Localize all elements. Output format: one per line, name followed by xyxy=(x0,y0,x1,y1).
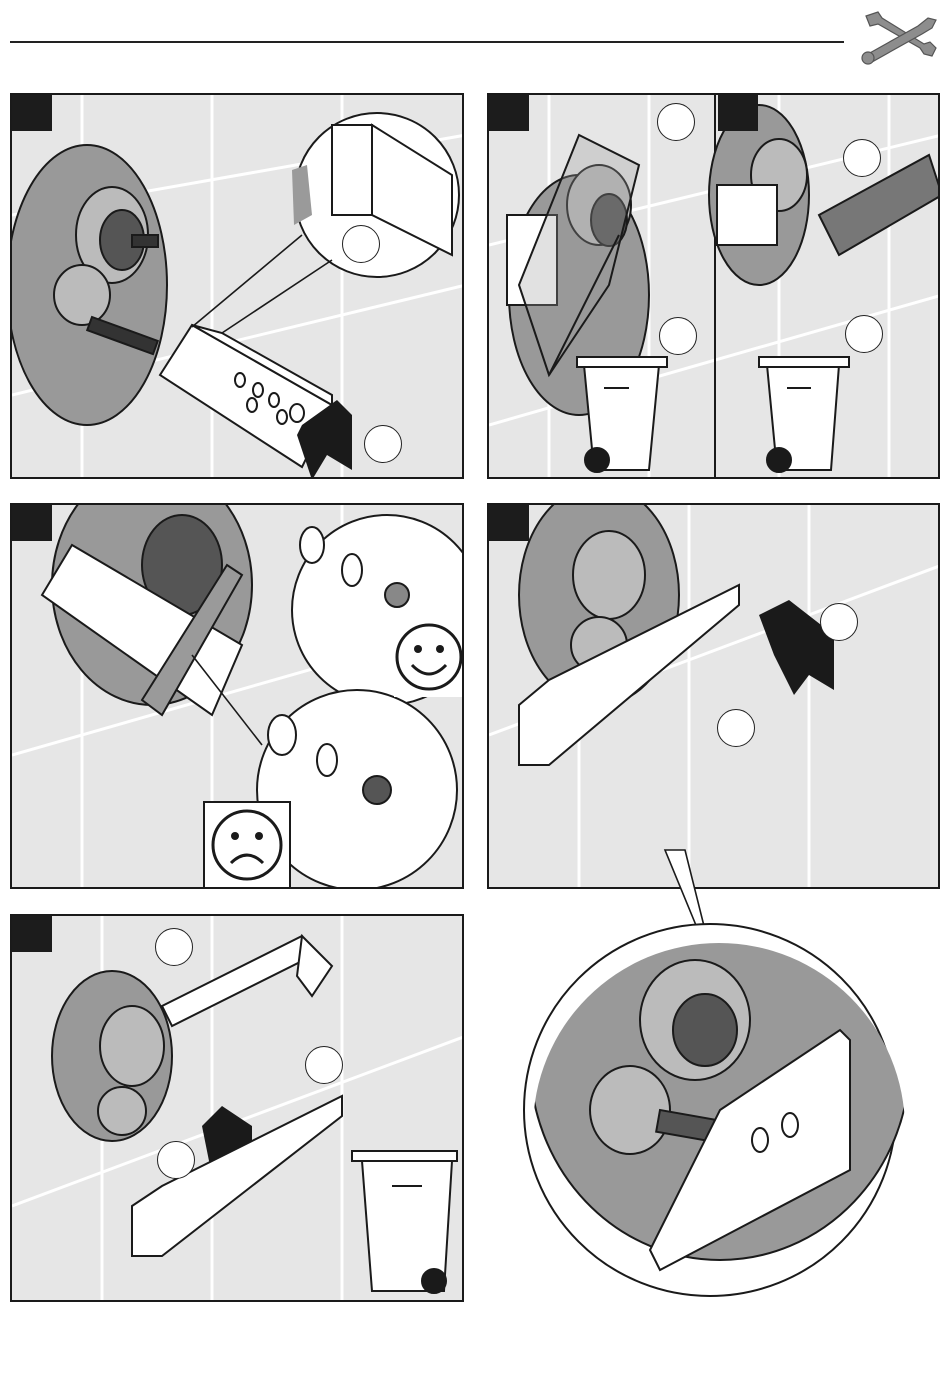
callout-circle xyxy=(659,317,697,355)
smiley-face-icon xyxy=(394,617,464,697)
step-panel-3 xyxy=(10,503,464,889)
step-panel-5 xyxy=(10,914,464,1302)
callout-circle xyxy=(155,928,193,966)
callout-circle xyxy=(820,603,858,641)
callout-circle xyxy=(717,709,755,747)
step-number-badge xyxy=(12,916,52,952)
step-panel-2 xyxy=(487,93,940,479)
step-panel-1 xyxy=(10,93,464,479)
callout-circle xyxy=(305,1046,343,1084)
callout-circle xyxy=(157,1141,195,1179)
header-rule xyxy=(10,41,844,43)
step-number-badge xyxy=(489,505,529,541)
step-number-badge xyxy=(12,95,52,131)
step-panel-4 xyxy=(487,503,940,889)
step-number-badge xyxy=(12,505,52,541)
sad-face-icon xyxy=(203,801,291,889)
callout-circle xyxy=(364,425,402,463)
callout-circle xyxy=(843,139,881,177)
step-number-badge xyxy=(718,95,758,131)
tile-wall xyxy=(12,916,464,1302)
callout-circle xyxy=(342,225,380,263)
waste-bin-icon xyxy=(577,357,667,472)
wrench-screwdriver-icon xyxy=(858,8,940,66)
waste-bin-icon xyxy=(759,357,849,472)
detail-zoom-circle xyxy=(520,840,920,1310)
step-number-badge xyxy=(489,95,529,131)
callout-circle xyxy=(657,103,695,141)
tile-wall xyxy=(12,95,464,479)
waste-bin-icon xyxy=(352,1151,457,1293)
callout-circle xyxy=(845,315,883,353)
tile-wall xyxy=(489,505,940,889)
